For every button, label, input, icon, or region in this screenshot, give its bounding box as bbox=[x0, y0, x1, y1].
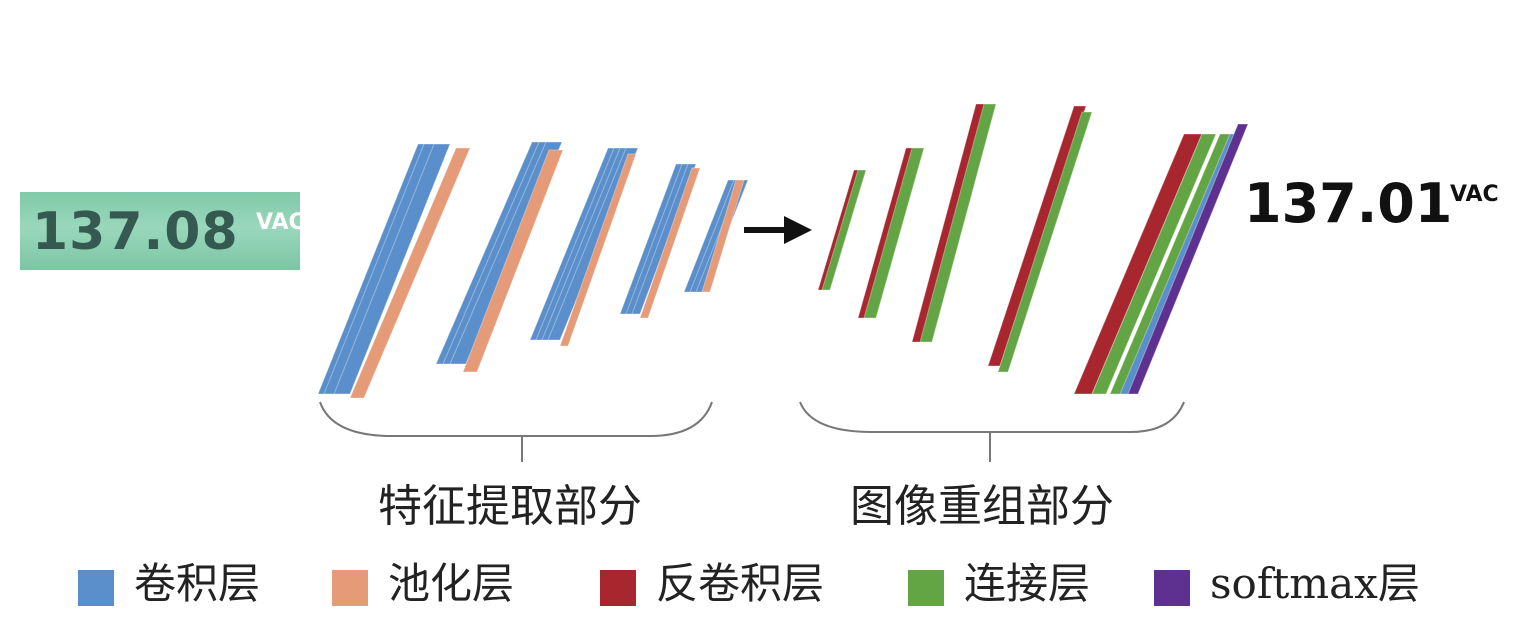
legend-swatch-pool bbox=[332, 570, 368, 606]
input-reading-unit: VAC bbox=[256, 210, 305, 235]
legend-label-conv: 卷积层 bbox=[134, 559, 261, 608]
legend: 卷积层 池化层 反卷积层 连接层 softmax层 bbox=[0, 556, 1535, 616]
layer-slabs bbox=[317, 103, 1249, 399]
pool-layer-slab bbox=[639, 167, 701, 319]
pool-layer-slab bbox=[559, 153, 637, 347]
concat-layer-slab bbox=[1091, 133, 1217, 395]
output-reading-value: 137.01 bbox=[1244, 172, 1453, 235]
softmax-layer-slab bbox=[1127, 123, 1249, 395]
pool-layer-slab bbox=[701, 179, 745, 293]
feature-extraction-label: 特征提取部分 bbox=[378, 481, 642, 532]
legend-label-softmax: softmax层 bbox=[1210, 559, 1420, 608]
input-reading-value: 137.08 bbox=[32, 202, 239, 262]
legend-swatch-deconv bbox=[600, 570, 636, 606]
image-reconstruction-label: 图像重组部分 bbox=[850, 481, 1114, 532]
flow-arrow bbox=[744, 216, 812, 244]
group-braces bbox=[319, 401, 1185, 462]
flow-arrow-head bbox=[784, 216, 812, 244]
pool-layer-slab bbox=[462, 149, 564, 373]
legend-swatch-conv bbox=[78, 570, 114, 606]
concat-layer-slab bbox=[821, 169, 867, 291]
concat-layer-slab bbox=[863, 147, 925, 319]
legend-label-concat: 连接层 bbox=[964, 559, 1091, 608]
concat-layer-slab bbox=[919, 103, 997, 343]
legend-label-pool: 池化层 bbox=[388, 559, 515, 608]
legend-label-deconv: 反卷积层 bbox=[656, 559, 825, 608]
legend-swatch-softmax bbox=[1154, 570, 1190, 606]
feature-extraction-brace bbox=[319, 401, 713, 437]
image-reconstruction-brace bbox=[799, 401, 1185, 433]
concat-layer-slab bbox=[997, 111, 1093, 373]
output-reading-unit: VAC bbox=[1450, 182, 1499, 207]
input-meter-image: 137.08 VAC bbox=[20, 192, 305, 270]
conv-layer-slab bbox=[333, 143, 451, 395]
conv-layer-slab bbox=[631, 163, 697, 315]
deconv-layer-slab bbox=[987, 105, 1087, 367]
legend-swatch-concat bbox=[908, 570, 944, 606]
pool-layer-slab bbox=[349, 147, 471, 399]
